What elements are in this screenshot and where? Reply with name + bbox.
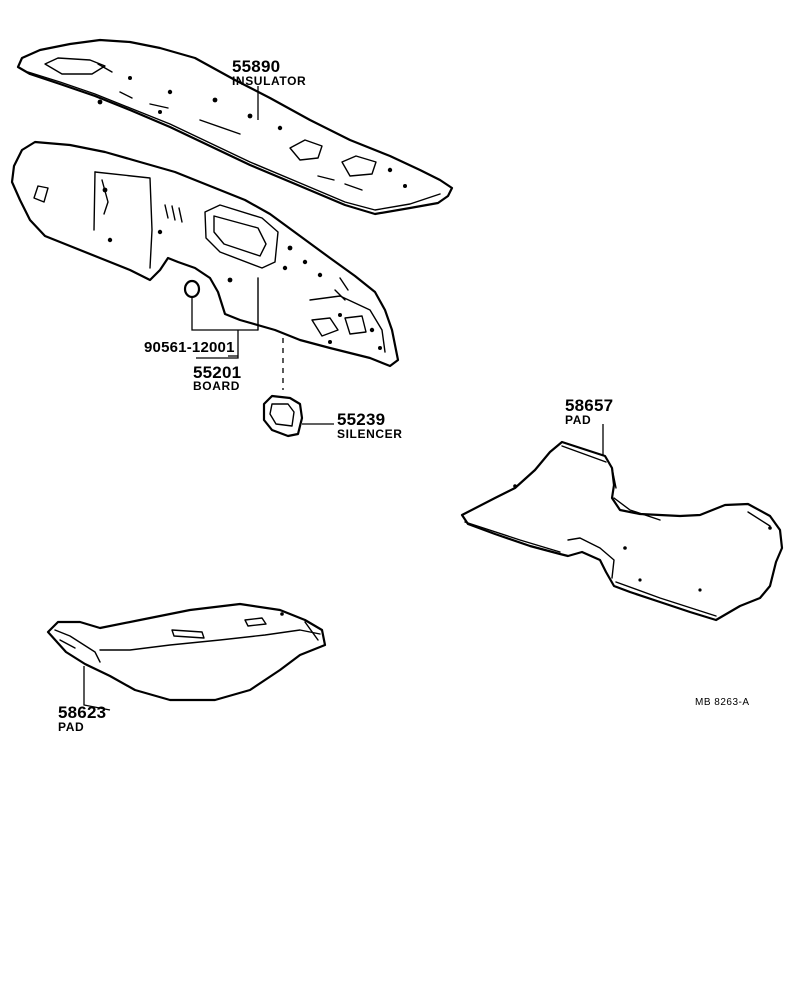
leader-55201: [196, 329, 258, 359]
pad-part-58623: [46, 602, 327, 711]
board-part-55201: [10, 140, 400, 368]
plug-part-90561-12001: [183, 279, 238, 331]
insulator-part-55890: [16, 38, 454, 216]
part-name-insulator: INSULATOR: [232, 74, 307, 88]
part-number-55239: 55239: [337, 410, 386, 429]
part-number-58657: 58657: [565, 396, 614, 415]
diagram-code: MB 8263-A: [695, 697, 750, 708]
part-number-58623: 58623: [58, 703, 107, 722]
part-name-pad-58623: PAD: [58, 720, 85, 734]
part-name-board: BOARD: [193, 379, 240, 393]
silencer-part-55239: [262, 394, 334, 438]
part-number-55890: 55890: [232, 57, 281, 76]
part-name-pad-58657: PAD: [565, 413, 592, 427]
part-name-silencer: SILENCER: [337, 427, 403, 441]
part-number-55201: 55201: [193, 363, 242, 382]
pad-part-58657: [460, 424, 784, 622]
part-number-90561-12001: 90561-12001: [144, 339, 235, 356]
